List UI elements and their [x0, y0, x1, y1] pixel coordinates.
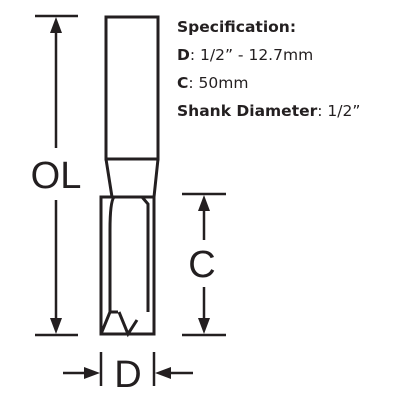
d-left-arrow — [84, 367, 100, 379]
spec-key: D — [177, 46, 190, 64]
ol-bottom-arrow — [50, 318, 62, 334]
d-right-arrow — [155, 367, 171, 379]
neck-outline — [104, 158, 160, 198]
c-top-arrow — [198, 195, 210, 211]
ol-top-arrow — [50, 17, 62, 33]
spec-row-shank-diameter: Shank Diameter: 1/2” — [177, 97, 397, 125]
spec-separator: : — [188, 74, 199, 92]
spec-key: C — [177, 74, 189, 92]
c-dimension — [182, 192, 226, 337]
shank-outline — [104, 15, 160, 161]
router-bit-drawing — [99, 15, 160, 338]
spec-value: 1/2” — [327, 102, 361, 120]
specification-heading: Specification: — [177, 18, 297, 36]
d-label: D — [114, 354, 141, 396]
cutter-outline — [99, 195, 156, 336]
specification-block: Specification: D: 1/2” - 12.7mm C: 50mm … — [177, 13, 397, 125]
d-dimension — [63, 352, 193, 386]
spec-separator: : — [189, 46, 201, 64]
flute-line — [108, 196, 150, 314]
spec-separator: : — [317, 102, 328, 120]
spec-key: Shank Diameter — [177, 102, 318, 120]
spec-row-cutting-length: C: 50mm — [177, 69, 397, 97]
ol-label: OL — [31, 155, 82, 197]
tip-notch — [99, 311, 139, 338]
spec-value: 50mm — [198, 74, 249, 92]
ol-dimension — [35, 14, 78, 337]
c-bottom-arrow — [198, 318, 210, 334]
spec-value: 1/2” - 12.7mm — [200, 46, 314, 64]
spec-row-diameter: D: 1/2” - 12.7mm — [177, 41, 397, 69]
c-label: C — [188, 244, 215, 286]
